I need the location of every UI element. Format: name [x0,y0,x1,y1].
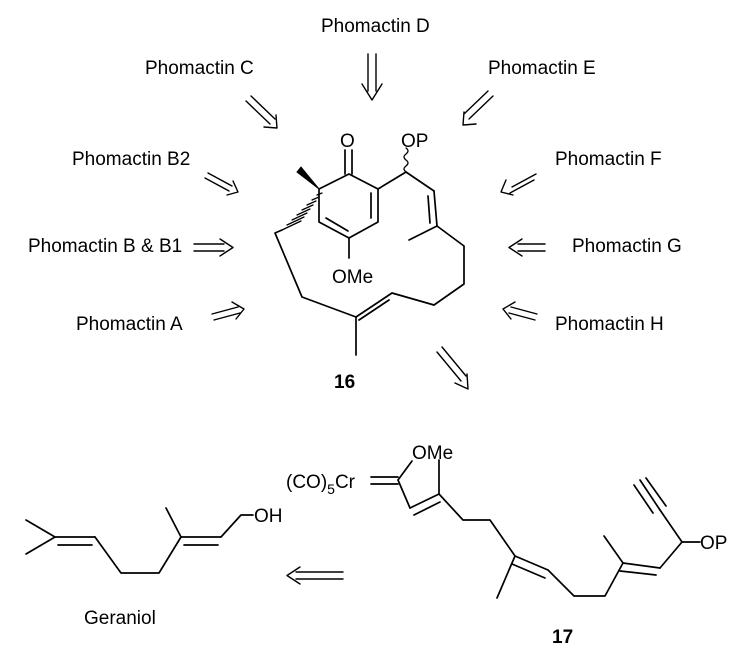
retro-arrow-f [500,173,537,196]
ketone-oxygen: O [340,131,355,152]
retro-arrow-b-b1 [193,238,234,257]
retro-arrow-a [211,301,245,321]
methoxy-17: OMe [412,443,453,464]
label-phomactin-b2: Phomactin B2 [72,149,191,170]
label-phomactin-e: Phomactin E [488,58,596,79]
label-phomactin-g: Phomactin G [572,236,682,257]
retro-arrow-16-to-17 [436,346,469,390]
retro-arrow-e [462,90,494,126]
compound-16-structure: O OMe OP [274,131,465,356]
retro-arrow-b2 [204,172,239,196]
compound-17-structure: (CO)5Cr OMe OP [286,443,727,599]
label-phomactin-d: Phomactin D [321,16,430,37]
hashed-bond [281,192,323,231]
methoxy-16: OMe [332,267,373,288]
op-group-16: OP [401,131,428,152]
compound-16-number: 16 [334,372,356,393]
carbonyl-ligands: (CO)5Cr [286,472,356,497]
label-phomactin-a: Phomactin A [76,314,183,335]
retro-arrow-g [508,238,546,257]
label-phomactin-f: Phomactin F [555,149,662,170]
retro-arrow-17-to-geraniol [286,566,344,585]
retro-arrows-to-16 [193,53,546,585]
op-group-17: OP [700,533,727,554]
compound-17-number: 17 [552,627,574,648]
label-phomactin-b-b1: Phomactin B & B1 [28,236,183,257]
retro-arrow-h [502,301,538,321]
label-phomactin-h: Phomactin H [555,314,664,335]
retro-arrow-d [361,53,383,101]
retro-arrow-c [245,95,278,129]
methyl-wedge [296,166,320,190]
geraniol-name: Geraniol [84,608,156,629]
hydroxyl-group: OH [254,506,283,527]
label-phomactin-c: Phomactin C [145,58,254,79]
geraniol-structure: OH [25,506,283,574]
